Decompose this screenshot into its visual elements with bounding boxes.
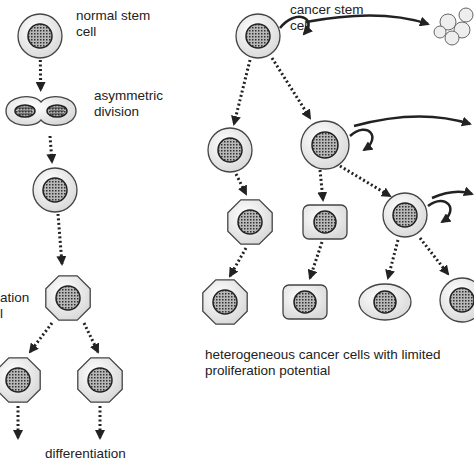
cell-label: asymmetric division bbox=[94, 88, 184, 120]
cell bbox=[33, 168, 77, 212]
nucleus bbox=[314, 211, 336, 233]
text-label: ation l bbox=[0, 290, 32, 322]
sphere-cell bbox=[434, 26, 446, 38]
cell bbox=[208, 128, 252, 172]
dotted-arrow bbox=[234, 60, 250, 124]
cell bbox=[301, 121, 349, 169]
cell bbox=[303, 205, 347, 239]
cell bbox=[228, 200, 272, 244]
cell bbox=[18, 14, 62, 58]
chromosome bbox=[18, 111, 32, 112]
cell-shape bbox=[4, 90, 78, 132]
dotted-arrow bbox=[30, 323, 52, 352]
cell bbox=[0, 358, 40, 402]
nucleus bbox=[246, 24, 270, 48]
dotted-arrow bbox=[50, 136, 52, 162]
chromosome bbox=[18, 108, 32, 109]
cell bbox=[78, 358, 122, 402]
self-renewal-arrow bbox=[354, 116, 470, 126]
dotted-arrow bbox=[388, 240, 398, 278]
nucleus bbox=[88, 368, 112, 392]
cell-node: asymmetric division bbox=[4, 90, 78, 132]
cell bbox=[359, 284, 411, 320]
dotted-arrow bbox=[236, 174, 246, 194]
nucleus bbox=[393, 203, 417, 227]
dotted-arrow bbox=[320, 170, 323, 200]
nucleus bbox=[28, 24, 52, 48]
nucleus bbox=[47, 105, 67, 117]
nucleus bbox=[6, 368, 30, 392]
self-renewal-arrow bbox=[432, 192, 472, 198]
dotted-arrow bbox=[230, 248, 246, 276]
dotted-arrow bbox=[310, 242, 322, 278]
cell-shape bbox=[16, 12, 64, 60]
sphere-cell bbox=[459, 8, 473, 22]
chromosome bbox=[18, 114, 32, 115]
text-label: differentiation bbox=[45, 446, 165, 462]
nucleus bbox=[374, 291, 396, 313]
cell bbox=[46, 276, 90, 320]
dotted-arrow bbox=[340, 166, 390, 196]
dotted-arrow bbox=[58, 214, 62, 264]
nucleus bbox=[218, 138, 242, 162]
cell bbox=[203, 280, 247, 324]
dotted-arrow bbox=[84, 323, 98, 352]
nucleus bbox=[15, 105, 35, 117]
cell bbox=[383, 193, 427, 237]
dividing-cell bbox=[6, 97, 76, 126]
nucleus bbox=[43, 178, 67, 202]
nucleus bbox=[450, 288, 474, 312]
cell-node: cancer stem cell bbox=[234, 12, 282, 60]
chromosome bbox=[50, 111, 64, 112]
cell bbox=[440, 278, 474, 322]
self-renewal-arrow bbox=[428, 201, 450, 222]
nucleus bbox=[56, 286, 80, 310]
text-label: heterogeneous cancer cells with limited … bbox=[205, 347, 455, 379]
chromosome bbox=[50, 108, 64, 109]
cell-label: normal stem cell bbox=[76, 8, 156, 40]
nucleus bbox=[213, 290, 237, 314]
sphere-cell bbox=[445, 31, 459, 45]
dotted-arrow bbox=[420, 238, 448, 274]
chromosome bbox=[50, 114, 64, 115]
cell bbox=[236, 14, 280, 58]
nucleus bbox=[238, 210, 262, 234]
self-renewal-arrow bbox=[350, 130, 372, 150]
cell-node: normal stem cell bbox=[16, 12, 64, 60]
cell-label: cancer stem cell bbox=[290, 2, 370, 34]
dotted-arrow bbox=[272, 58, 310, 118]
nucleus bbox=[294, 291, 316, 313]
cell-shape bbox=[234, 12, 282, 60]
cell bbox=[283, 285, 327, 319]
dotted-arrow bbox=[17, 406, 20, 438]
dotted-arrow bbox=[99, 406, 102, 438]
dotted-arrow bbox=[39, 60, 42, 90]
nucleus bbox=[312, 132, 338, 158]
